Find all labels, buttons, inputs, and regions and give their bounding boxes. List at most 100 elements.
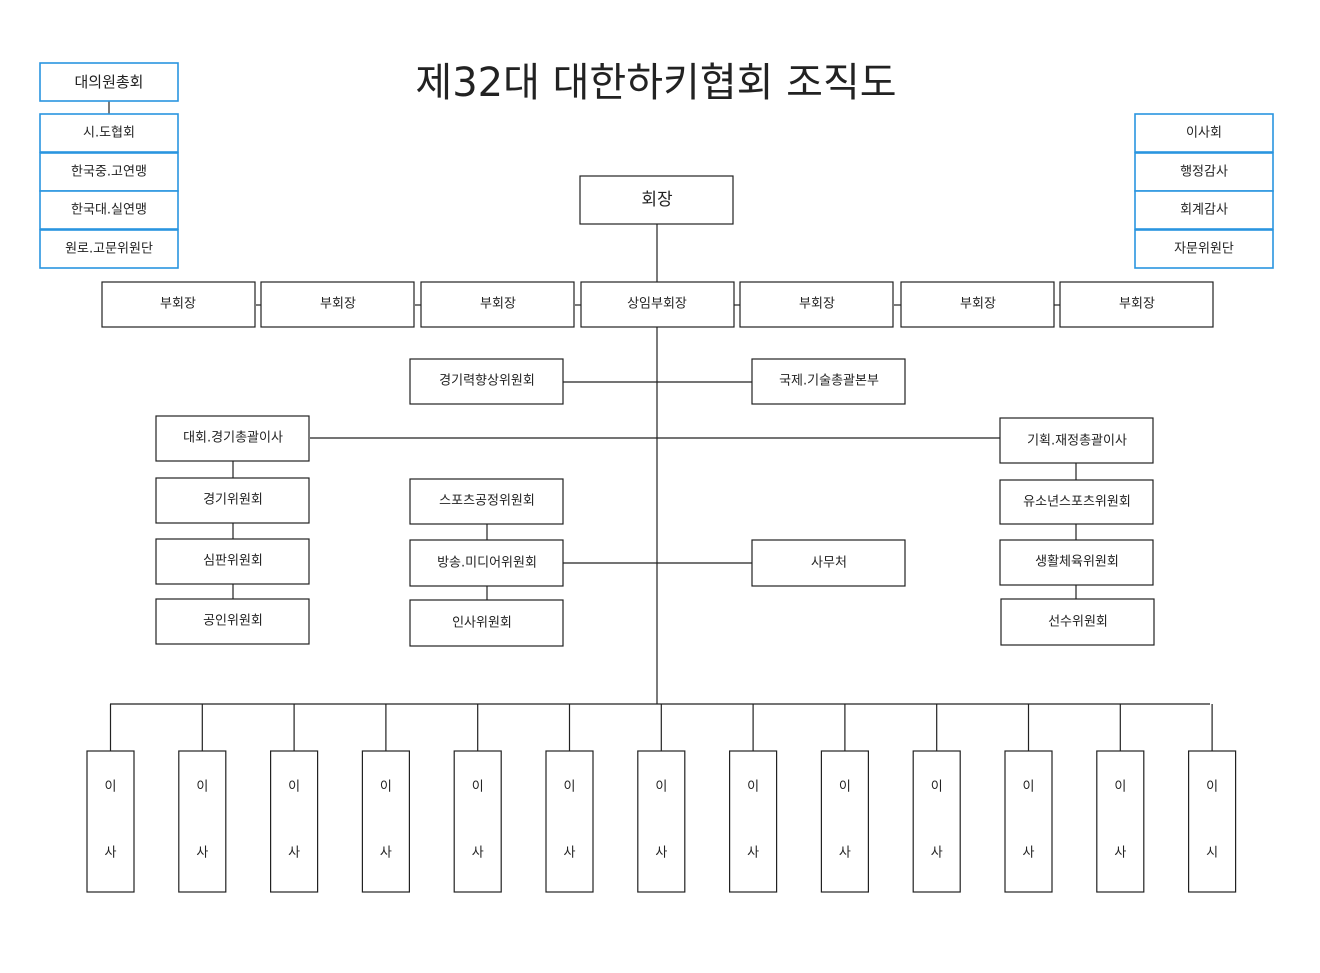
director-box [1004, 750, 1053, 893]
director-label-char: 사 [1023, 846, 1035, 861]
vice-president-label: 부회장 [799, 297, 835, 312]
left-panel-item-box [39, 190, 179, 230]
director-label-char: 이 [196, 780, 208, 795]
personnel-box [409, 599, 564, 647]
director-label-char: 사 [655, 846, 667, 861]
right-panel-item-box [1134, 152, 1274, 192]
competition-director-box [155, 415, 310, 462]
broadcast-media-label: 방송.미디어위원회 [437, 556, 537, 571]
vice-president-box [900, 281, 1055, 328]
director-label-char: 이 [1023, 780, 1035, 795]
director-label-char: 시 [1206, 846, 1218, 861]
director-box [453, 750, 502, 893]
right-committee-box [999, 539, 1154, 586]
director-label-char: 이 [564, 780, 576, 795]
right-panel-item-label: 행정감사 [1180, 164, 1228, 180]
director-box [820, 750, 870, 893]
director-box [912, 750, 961, 893]
secretariat-label: 사무처 [811, 556, 847, 571]
director-label-char: 사 [1114, 846, 1126, 861]
right-panel-item-label: 회계감사 [1180, 203, 1228, 218]
director-label-char: 이 [105, 780, 117, 795]
director-label-char: 이 [380, 780, 392, 795]
director-box [86, 750, 135, 893]
left-panel: 대의원총회 시.도협회 한국중.고연맹 한국대.실연맹 원로.고문위원단 [39, 62, 179, 269]
director-box [361, 750, 410, 893]
vice-president-box [260, 281, 415, 328]
president-label: 회장 [641, 190, 673, 210]
vice-president-row: 부회장 부회장 부회장 상임부회장 부회장 부회장 부회장 [101, 281, 1214, 328]
director-box [545, 750, 594, 893]
right-committee-label: 유소년스포츠위원회 [1023, 495, 1131, 510]
director-label-char: 사 [839, 846, 851, 861]
planning-director-label: 기획.재정총괄이사 [1027, 434, 1127, 449]
vice-president-label: 부회장 [480, 297, 516, 312]
personnel-label: 인사위원회 [452, 616, 512, 631]
left-panel-item-box [39, 113, 179, 153]
left-panel-item-label: 원로.고문위원단 [65, 242, 153, 257]
right-panel-item-box [1134, 190, 1274, 230]
standing-vice-president-label: 상임부회장 [627, 297, 687, 312]
director-drops [109, 704, 1213, 751]
director-box [637, 750, 686, 893]
right-panel-item-box [1134, 229, 1274, 269]
general-assembly-box [39, 62, 179, 102]
director-box [728, 750, 778, 893]
director-label-char: 사 [288, 846, 300, 861]
left-panel-item-label: 시.도협회 [83, 126, 135, 141]
director-label-char: 사 [931, 846, 943, 861]
left-branch: 대회.경기총괄이사 경기위원회 심판위원회 공인위원회 [155, 415, 310, 645]
vice-president-box [739, 281, 894, 328]
director-label-char: 이 [931, 780, 943, 795]
vice-president-label: 부회장 [160, 297, 196, 312]
performance-committee-label: 경기력향상위원회 [439, 374, 535, 389]
left-committee-label: 심판위원회 [203, 554, 263, 569]
vice-president-label: 부회장 [1119, 297, 1155, 312]
director-box [178, 750, 227, 893]
vice-president-label: 부회장 [960, 297, 996, 312]
competition-director-label: 대회.경기총괄이사 [183, 431, 283, 446]
right-panel-item-label: 이사회 [1186, 126, 1222, 141]
director-label-char: 이 [839, 780, 851, 795]
right-panel-item-label: 자문위원단 [1174, 242, 1234, 257]
left-committee-label: 공인위원회 [203, 614, 263, 629]
secretariat-box [751, 539, 906, 587]
right-panel: 이사회 행정감사 회계감사 자문위원단 [1134, 113, 1274, 269]
vice-president-label: 부회장 [320, 297, 356, 312]
sports-fairness-label: 스포츠공정위원회 [439, 494, 535, 509]
director-label-char: 사 [747, 846, 759, 861]
left-panel-item-label: 한국대.실연맹 [71, 203, 147, 218]
left-committee-box [155, 477, 310, 524]
director-label-char: 사 [105, 846, 117, 861]
director-label-char: 이 [1206, 780, 1218, 795]
director-label-char: 사 [564, 846, 576, 861]
right-committee-label: 생활체육위원회 [1035, 555, 1119, 570]
director-label-char: 사 [472, 846, 484, 861]
right-branch: 기획.재정총괄이사 유소년스포츠위원회 생활체육위원회 선수위원회 [999, 417, 1155, 646]
director-label-char: 이 [747, 780, 759, 795]
director-box [1187, 750, 1237, 893]
left-panel-item-label: 한국중.고연맹 [71, 165, 147, 180]
director-label-char: 사 [196, 846, 208, 861]
left-committee-box [155, 538, 310, 585]
right-panel-item-box [1134, 113, 1274, 153]
director-label-char: 사 [380, 846, 392, 861]
director-box [1096, 750, 1145, 893]
general-assembly-label: 대의원총회 [74, 73, 143, 91]
chart-title: 제32대 대한하키협회 조직도 [415, 60, 896, 106]
director-label-char: 이 [1114, 780, 1126, 795]
standing-vice-president-box [580, 281, 735, 328]
director-box [270, 750, 319, 893]
right-committee-box [999, 479, 1154, 525]
sports-fairness-box [409, 478, 564, 525]
performance-committee-box [409, 358, 564, 405]
vice-president-box [101, 281, 256, 328]
left-committee-box [155, 598, 310, 645]
vice-president-box [1059, 281, 1214, 328]
international-hq-label: 국제.기술총괄본부 [779, 374, 879, 389]
president-box [579, 175, 734, 225]
director-label-char: 이 [472, 780, 484, 795]
vice-president-box [420, 281, 575, 328]
